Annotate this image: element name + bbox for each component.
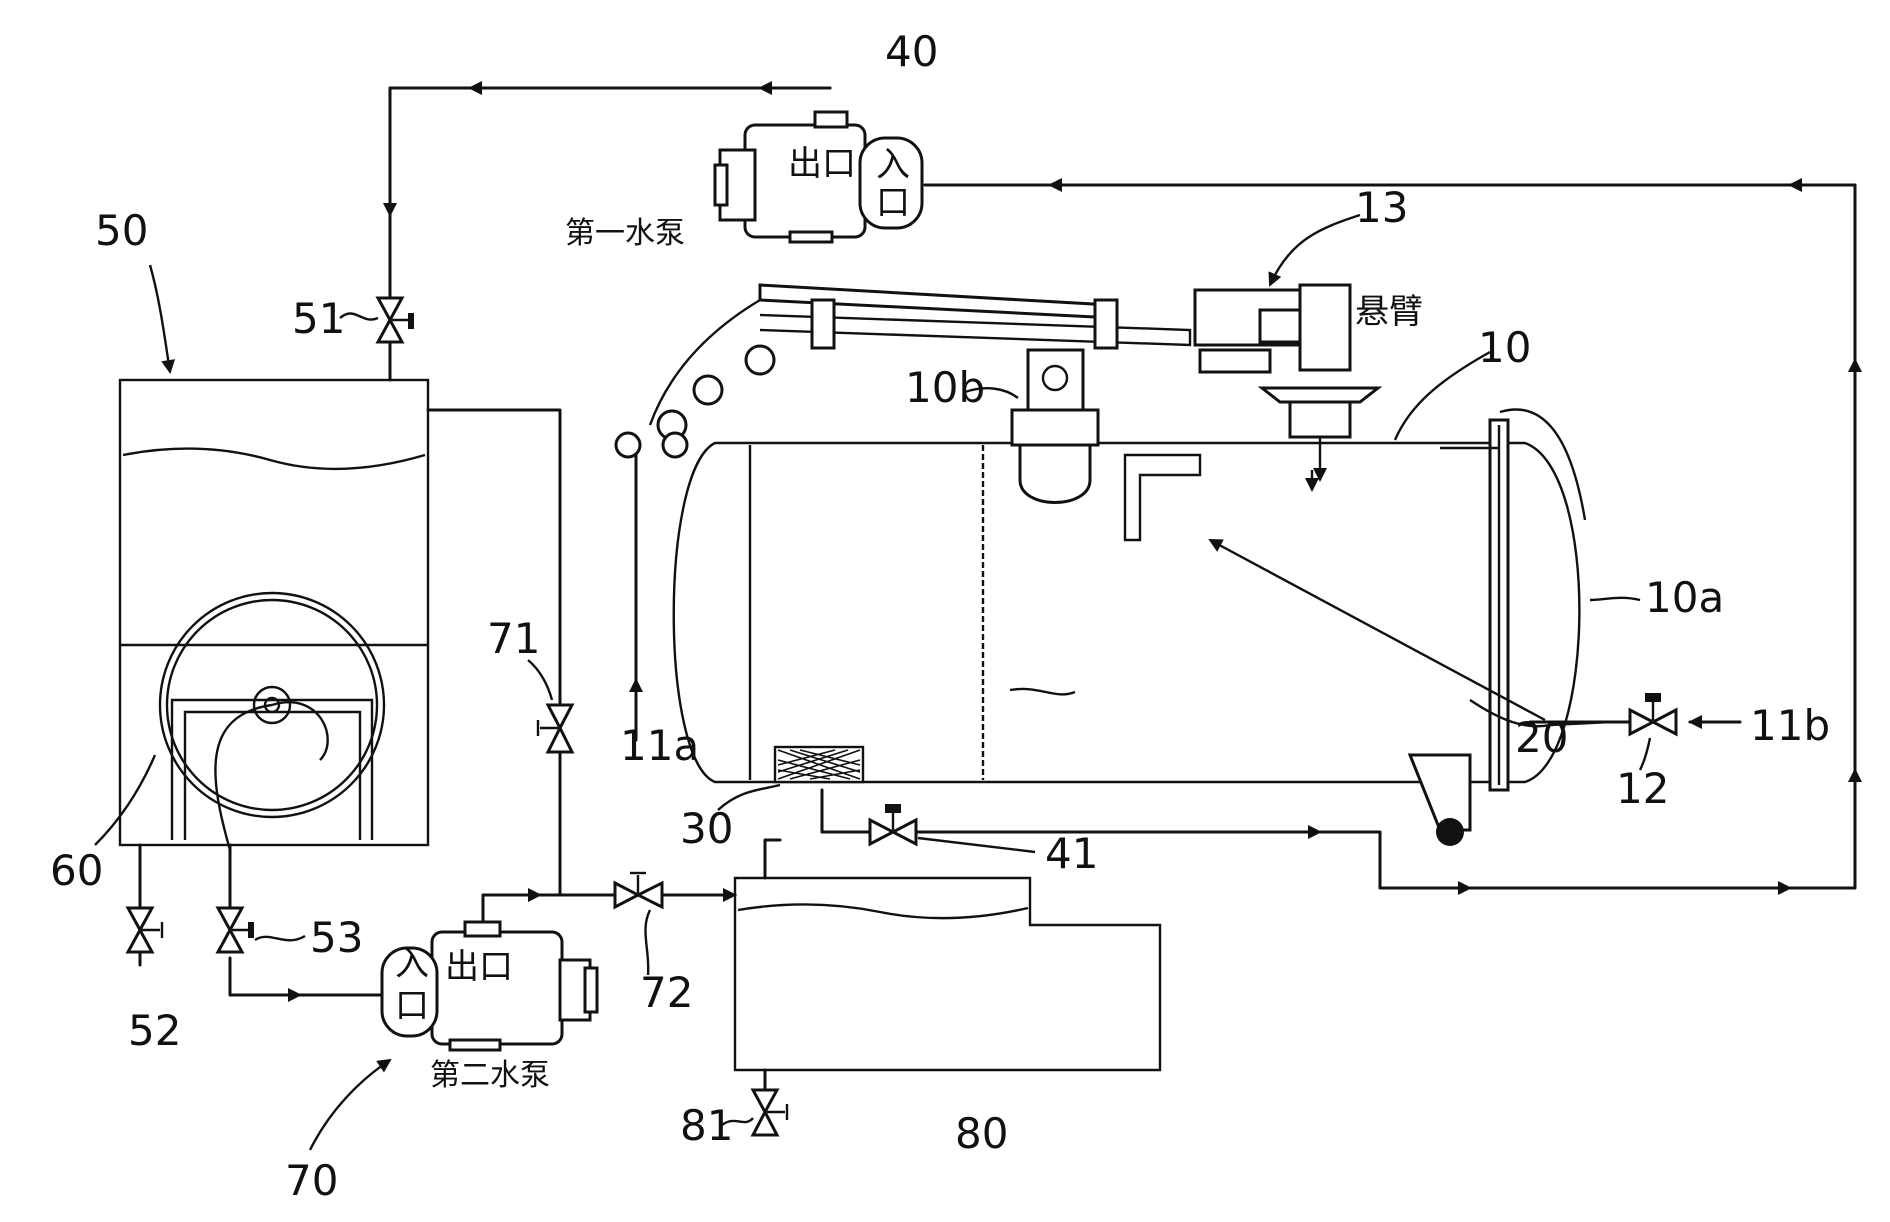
label-30: 30 [680, 804, 733, 853]
valve-53 [215, 906, 254, 954]
label-70: 70 [285, 1156, 338, 1205]
tank-50 [118, 378, 430, 851]
label-11a: 11a [620, 721, 699, 770]
valve-12 [1628, 693, 1678, 737]
valve-72 [613, 871, 664, 910]
label-10: 10 [1478, 323, 1531, 372]
pipe-top-left [388, 86, 832, 300]
pump1-name: 第一水泵 [565, 216, 685, 251]
label-41: 41 [1045, 829, 1098, 878]
label-51: 51 [292, 294, 345, 343]
label-81: 81 [680, 1101, 733, 1150]
valve-71 [536, 703, 575, 754]
pump-70: 出口 入 口 [380, 920, 599, 1052]
label-11b: 11b [1750, 701, 1830, 750]
pump2-inlet-char1: 入 [395, 944, 429, 984]
pump-40: 出口 入 口 [713, 110, 924, 244]
label-10b: 10b [905, 363, 985, 412]
label-50: 50 [95, 206, 148, 255]
valve-41 [868, 804, 918, 847]
label-20: 20 [1515, 713, 1568, 762]
label-10a: 10a [1645, 573, 1724, 622]
boom-13 [614, 283, 1383, 482]
valve-81 [750, 1088, 789, 1137]
pump1-inlet-char2: 口 [876, 183, 910, 223]
label-80: 80 [955, 1109, 1008, 1158]
valve-51 [375, 296, 414, 344]
label-60: 60 [50, 846, 103, 895]
label-71: 71 [487, 614, 540, 663]
tank-10 [672, 348, 1611, 846]
label-12: 12 [1616, 764, 1669, 813]
pipe-tank50-pump70 [426, 408, 562, 934]
label-40: 40 [885, 27, 938, 76]
label-13: 13 [1355, 183, 1408, 232]
pump1-outlet-label: 出口 [788, 144, 856, 184]
pipe-network [138, 81, 1862, 1107]
pump2-outlet-label: 出口 [445, 947, 513, 987]
label-53: 53 [310, 913, 363, 962]
pump2-name: 第二水泵 [430, 1058, 550, 1093]
pump1-inlet-char1: 入 [876, 145, 910, 185]
label-72: 72 [640, 968, 693, 1017]
pump2-inlet-char2: 口 [395, 986, 429, 1026]
boom-name: 悬臂 [1355, 292, 1423, 332]
tank-80 [733, 876, 1162, 1072]
label-52: 52 [128, 1006, 181, 1055]
valve-52 [125, 906, 164, 954]
